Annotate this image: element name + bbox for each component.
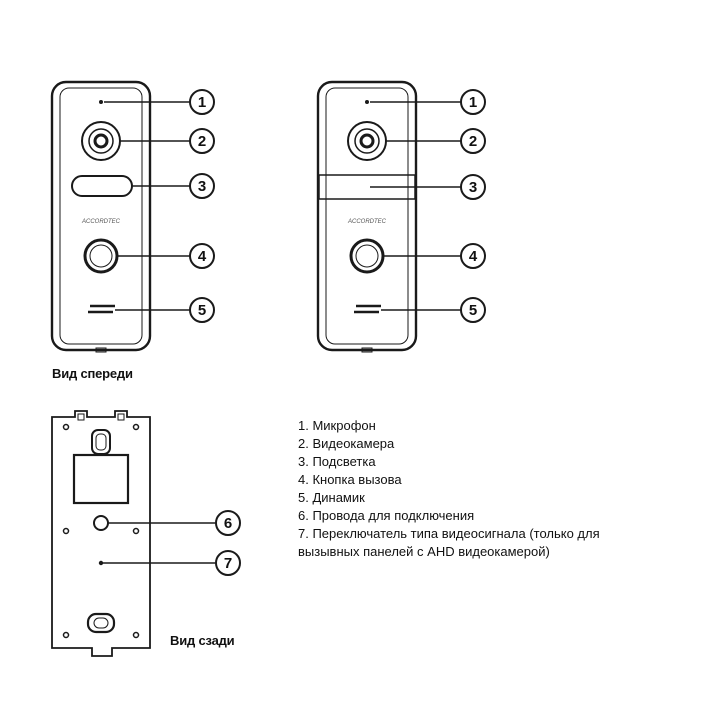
legend-item-4: 4. Кнопка вызова [298,472,402,487]
brand-logo-b: ACCORDTEC [347,219,387,225]
callout-number: 7 [224,555,232,572]
callout-number: 4 [469,248,478,265]
rear-video-switch [98,560,104,566]
callout-circle [460,243,486,269]
callout-circle [460,128,486,154]
callout-circle [189,89,215,115]
legend-item-2: 2. Видеокамера [298,436,395,451]
callout-number: 5 [469,302,477,319]
callout-a-4: 4 [189,243,215,269]
legend: 1. Микрофон 2. Видеокамера 3. Подсветка … [298,417,600,561]
callout-b-3: 3 [460,174,486,200]
legend-item-5: 5. Динамик [298,490,365,505]
front-view-caption: Вид спереди [52,366,133,381]
rear-view-caption: Вид сзади [170,633,235,648]
callout-number: 3 [469,179,477,196]
callout-circle [189,128,215,154]
front-callout-leaders [104,101,461,311]
callout-circle [460,89,486,115]
callout-b-1: 1 [460,89,486,115]
callout-number: 4 [198,248,207,265]
callout-number: 2 [469,133,477,150]
call-button-b [355,244,379,268]
callout-number: 5 [198,302,206,319]
rear-screw-mr [132,527,140,535]
legend-item-7-cont: вызывных панелей с AHD видеокамерой) [298,544,550,559]
callout-circle [460,297,486,323]
front-panel-b-bottom-tab [361,347,373,353]
microphone-hole-a [99,100,103,104]
callout-circle [189,173,215,199]
callout-6: 6 [215,510,241,536]
rear-screw-br [132,631,140,639]
callout-number: 1 [469,94,477,111]
rear-plate [51,410,216,657]
callout-number: 2 [198,133,206,150]
rear-bottom-keyhole [86,612,116,634]
legend-item-1: 1. Микрофон [298,418,376,433]
callout-number: 3 [198,178,206,195]
rear-plate-outline [51,410,151,657]
rear-screw-tl [62,423,70,431]
callout-a-3: 3 [189,173,215,199]
callout-b-4: 4 [460,243,486,269]
front-panel-a-inner [59,87,143,345]
rear-camera-housing-inner [95,433,107,451]
rear-screw-bl [62,631,70,639]
front-panel-b [316,80,418,353]
camera-ring-mid-a [88,128,114,154]
camera-lens-a [93,133,109,149]
front-panel-a-bottom-tab [95,347,107,353]
callout-a-2: 2 [189,128,215,154]
rear-top-notch-left [77,413,85,421]
legend-item-3: 3. Подсветка [298,454,376,469]
callout-b-5: 5 [460,297,486,323]
front-panel-b-inner [325,87,409,345]
call-button-a [89,244,113,268]
callout-circle [460,174,486,200]
front-panel-b-outline [316,80,418,352]
rear-bottom-keyhole-inner [93,617,109,629]
microphone-hole-b [365,100,369,104]
rear-top-notch-right [117,413,125,421]
callout-circle [189,243,215,269]
camera-ring-mid-b [354,128,380,154]
front-panel-a-outline [50,80,152,352]
legend-item-7: 7. Переключатель типа видеосигнала (толь… [298,526,600,541]
callout-a-1: 1 [189,89,215,115]
callout-number: 6 [224,515,232,532]
callout-number: 1 [198,94,206,111]
rear-module-window [72,453,130,505]
callout-7: 7 [215,550,241,576]
callout-b-2: 2 [460,128,486,154]
callout-circle [189,297,215,323]
callout-circle [215,510,241,536]
legend-item-6: 6. Провода для подключения [298,508,475,523]
rear-screw-tr [132,423,140,431]
camera-lens-b [359,133,375,149]
front-panel-a [50,80,152,353]
brand-logo-a: ACCORDTEC [81,219,121,225]
callout-circle [215,550,241,576]
rear-screw-ml [62,527,70,535]
callout-a-5: 5 [189,297,215,323]
